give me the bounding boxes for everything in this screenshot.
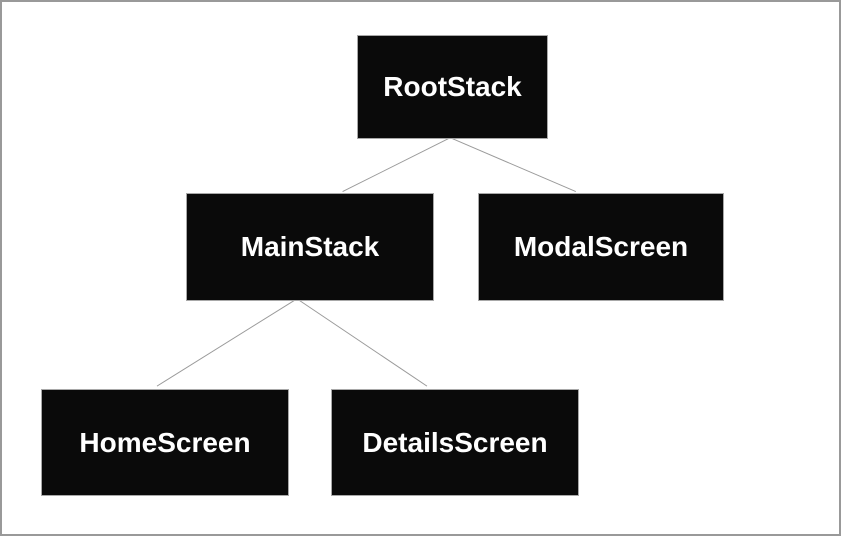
node-detailsscreen: DetailsScreen <box>331 389 579 496</box>
node-homescreen: HomeScreen <box>41 389 289 496</box>
edge-rootstack-mainstack <box>342 137 451 193</box>
node-modalscreen: ModalScreen <box>478 193 724 301</box>
edge-mainstack-homescreen <box>156 298 298 387</box>
edge-rootstack-modalscreen <box>450 137 577 193</box>
node-rootstack: RootStack <box>357 35 548 139</box>
node-mainstack: MainStack <box>186 193 434 301</box>
edge-mainstack-detailsscreen <box>296 298 428 387</box>
